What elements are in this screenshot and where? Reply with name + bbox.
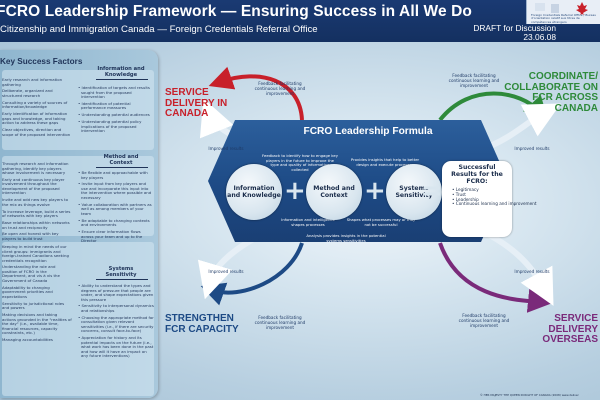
bullet-item: • Invite input from key players and use … bbox=[78, 181, 152, 200]
bullet-item: • Ability to understand the types and de… bbox=[78, 283, 154, 302]
formula-note: Information and intelligence shapes proc… bbox=[281, 217, 335, 227]
arrow-blue bbox=[200, 242, 304, 306]
plus-operator: + bbox=[364, 176, 386, 206]
formula-note: Shapes what processes may or may not be … bbox=[346, 217, 416, 227]
header-bar: FCRO Leadership Framework — Ensuring Suc… bbox=[0, 0, 600, 42]
factor-item: To increase leverage, build a series of … bbox=[2, 208, 71, 219]
result-list: • Legitimacy • Trust • Leadership • Cont… bbox=[452, 187, 537, 207]
factor-item: Making decisions and taking actions grou… bbox=[2, 312, 72, 336]
factor-item: Through research and information gatheri… bbox=[2, 161, 69, 175]
section-title-systems: Systems Sensitivity bbox=[105, 266, 137, 278]
factor-item: Keeping in mind the needs of our client … bbox=[2, 244, 69, 263]
improved-results-caption: Improved results bbox=[208, 269, 244, 274]
section-info-knowledge bbox=[2, 70, 154, 150]
formula-note: Analysis provides insights in the potent… bbox=[306, 233, 386, 243]
bullet-item: • Understanding potential audiences bbox=[78, 112, 150, 118]
formula-note: Feedback to identify how to engage key p… bbox=[262, 153, 338, 172]
factor-item: Sensitivity to jurisdictional roles and … bbox=[2, 300, 65, 311]
improved-results-caption: Improved results bbox=[514, 146, 550, 151]
equals-operator: = bbox=[421, 176, 443, 206]
bullet-item: • Understanding potential policy implica… bbox=[78, 119, 142, 134]
logo-area: Foreign Credentials Referral Office / Bu… bbox=[526, 0, 600, 24]
factor-item: Managing accountabilities bbox=[2, 336, 53, 342]
arrow-improved-br bbox=[478, 227, 554, 306]
circle-systems-sensitivity: Systems Sensitivity bbox=[386, 164, 442, 220]
outcome-service-canada: SERVICE DELIVERY IN CANADA bbox=[165, 87, 228, 119]
section-systems-sensitivity bbox=[2, 242, 154, 396]
feedback-caption: Feedback facilitating continuous learnin… bbox=[254, 315, 306, 330]
factor-item: Be open and honest with key players to b… bbox=[2, 231, 59, 241]
outcome-strengthen-capacity: STRENGTHEN FCR CAPACITY bbox=[165, 313, 239, 335]
factor-list-systems: Keeping in mind the needs of our client … bbox=[2, 244, 72, 345]
circle-info-knowledge: Information and Knowledge bbox=[226, 164, 282, 220]
result-title: Successful Results for the FCRO: bbox=[451, 164, 503, 185]
draft-date: 23.06.08 bbox=[523, 32, 556, 42]
factor-item: Deliberate, organized and structured res… bbox=[2, 88, 53, 98]
bullet-item: • Appreciation for history and its poten… bbox=[78, 335, 154, 359]
logo-text: Foreign Credentials Referral Office / Bu… bbox=[531, 13, 597, 24]
result-box bbox=[442, 161, 512, 237]
result-item: • Leadership bbox=[452, 196, 479, 202]
section-title-method-context: Method and Context bbox=[103, 154, 139, 166]
factor-item: Early research and information gathering bbox=[2, 77, 63, 87]
page-title: FCRO Leadership Framework — Ensuring Suc… bbox=[0, 3, 472, 20]
improved-results-caption: Improved results bbox=[208, 146, 244, 151]
bullet-item: • Be adaptable to changing contexts and … bbox=[78, 217, 150, 228]
factor-item: Early identification of information gaps… bbox=[2, 111, 68, 126]
draft-text: DRAFT for Discussion bbox=[473, 23, 556, 33]
feedback-caption: Feedback facilitating continuous learnin… bbox=[448, 73, 500, 88]
bullet-list-systems: • Ability to understand the types and de… bbox=[78, 283, 154, 361]
section-title-info-knowledge: Information and Knowledge bbox=[97, 66, 145, 78]
bullet-item: • Sensitivity to interpersonal dynamics … bbox=[78, 303, 154, 313]
feedback-caption: Feedback facilitating continuous learnin… bbox=[458, 313, 510, 328]
factor-item: Consulting a variety of sources of infor… bbox=[2, 99, 68, 110]
outcome-service-overseas: SERVICE DELIVERY OVERSEAS bbox=[542, 313, 598, 345]
bullet-item: • Ensure clear information flows across … bbox=[78, 229, 143, 244]
factor-item: Invite and add new key players to the mi… bbox=[2, 197, 68, 207]
circle-method-context: Method and Context bbox=[306, 164, 362, 220]
section-divider bbox=[96, 279, 148, 280]
factor-list-method: Through research and information gatheri… bbox=[2, 161, 72, 244]
improved-results-caption: Improved results bbox=[514, 269, 550, 274]
result-item: • Trust bbox=[452, 191, 466, 197]
bullet-item: • Identification of potential performanc… bbox=[78, 100, 131, 111]
bullet-item: • Identification of targets and results … bbox=[78, 85, 150, 99]
factor-item: Base relationships within networks on tr… bbox=[2, 220, 70, 230]
maple-leaf-icon bbox=[535, 2, 588, 15]
arrow-red bbox=[208, 66, 304, 121]
bullet-list-info: • Identification of targets and results … bbox=[78, 85, 154, 136]
success-factors-title: Key Success Factors bbox=[0, 57, 83, 66]
section-divider bbox=[96, 79, 148, 80]
bullet-item: • Value collaboration with partners as w… bbox=[78, 201, 152, 216]
result-item: • Legitimacy bbox=[452, 187, 479, 192]
factor-item: Understanding the role and position of F… bbox=[2, 264, 60, 283]
section-divider bbox=[96, 167, 148, 168]
formula-note: Provides insights that help to better de… bbox=[350, 157, 420, 167]
bullet-list-method: • Be flexible and approachable with key … bbox=[78, 170, 154, 246]
draft-label: DRAFT for Discussion 23.06.08 bbox=[456, 24, 556, 42]
factor-item: Adaptability to changing government prio… bbox=[2, 284, 53, 299]
section-method-context bbox=[2, 156, 154, 236]
bullet-item: • Be flexible and approachable with key … bbox=[78, 170, 148, 180]
outcome-coordinate: COORDINATE/ COLLABORATE ON FCR ACROSS CA… bbox=[504, 71, 598, 114]
factor-list-info: Early research and information gathering… bbox=[2, 77, 72, 139]
copyright-footer: © HER MAJESTY THE QUEEN IN RIGHT OF CANA… bbox=[480, 393, 579, 397]
feedback-caption: Feedback facilitating continuous learnin… bbox=[254, 81, 306, 96]
page-subtitle: Citizenship and Immigration Canada — For… bbox=[0, 24, 318, 35]
plus-operator: + bbox=[284, 176, 306, 206]
factor-item: Clear objectives, direction and scope of… bbox=[2, 127, 71, 137]
formula-title: FCRO Leadership Formula bbox=[303, 126, 433, 137]
result-item: • Continuous learning and improvement bbox=[452, 201, 537, 207]
bullet-item: • Choosing the appropriate method for co… bbox=[78, 314, 154, 334]
factor-item: Early and continuous key player involvem… bbox=[2, 176, 65, 196]
